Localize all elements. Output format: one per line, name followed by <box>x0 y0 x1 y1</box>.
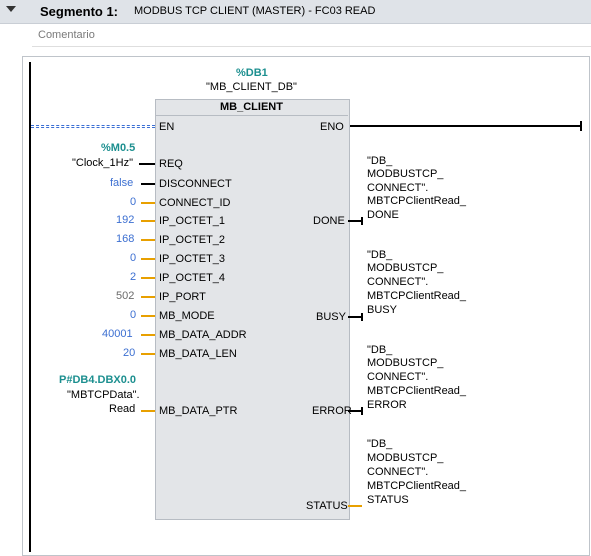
pin-done[interactable]: DONE <box>313 215 345 227</box>
done-wire <box>348 220 362 222</box>
power-rail <box>29 62 31 552</box>
pin-disconnect[interactable]: DISCONNECT <box>159 178 232 190</box>
mb-data-ptr-wire <box>141 410 155 412</box>
ip-octet-3-wire <box>141 258 155 260</box>
pin-ip-port[interactable]: IP_PORT <box>159 291 206 303</box>
ip-octet-4-wire <box>141 277 155 279</box>
pin-ip-octet-1[interactable]: IP_OCTET_1 <box>159 215 226 227</box>
error-operand-line2[interactable]: MODBUSTCP_ <box>367 357 444 369</box>
error-operand-line1[interactable]: "DB_ <box>367 344 393 356</box>
eno-wire-end <box>580 121 582 131</box>
db-name[interactable]: "MB_CLIENT_DB" <box>206 81 297 93</box>
disconnect-wire <box>141 183 155 185</box>
mb-data-addr-value[interactable]: 40001 <box>102 328 133 340</box>
pin-mb-mode[interactable]: MB_MODE <box>159 310 215 322</box>
error-wire <box>348 410 362 412</box>
req-wire <box>139 163 155 165</box>
error-operand-line4[interactable]: MBTCPClientRead_ <box>367 385 467 397</box>
mb-mode-value[interactable]: 0 <box>130 309 137 321</box>
ip-octet-4-value[interactable]: 2 <box>130 271 137 283</box>
segment-label: Segmento 1: <box>40 4 119 19</box>
mb-data-ptr-operand-line1[interactable]: "MBTCPData". <box>67 389 140 401</box>
pin-mb-data-addr[interactable]: MB_DATA_ADDR <box>159 329 247 341</box>
status-operand-line1[interactable]: "DB_ <box>367 438 393 450</box>
busy-wire <box>348 316 362 318</box>
error-operand-line5[interactable]: ERROR <box>367 399 407 411</box>
mb-data-addr-wire <box>141 334 155 336</box>
ip-octet-3-value[interactable]: 0 <box>130 252 137 264</box>
pin-busy[interactable]: BUSY <box>316 311 346 323</box>
segment-header[interactable] <box>0 0 591 24</box>
busy-operand-line5[interactable]: BUSY <box>367 304 397 316</box>
ip-port-wire <box>141 296 155 298</box>
function-block[interactable] <box>155 99 350 520</box>
disconnect-value[interactable]: false <box>110 177 134 189</box>
busy-operand-line4[interactable]: MBTCPClientRead_ <box>367 290 467 302</box>
ip-octet-2-value[interactable]: 168 <box>116 233 135 245</box>
pin-req[interactable]: REQ <box>159 158 183 170</box>
pin-ip-octet-3[interactable]: IP_OCTET_3 <box>159 253 226 265</box>
function-block-title: MB_CLIENT <box>220 101 283 113</box>
busy-operand-line2[interactable]: MODBUSTCP_ <box>367 262 444 274</box>
status-operand-line5[interactable]: STATUS <box>367 494 409 506</box>
ip-octet-1-wire <box>141 220 155 222</box>
busy-operand-line1[interactable]: "DB_ <box>367 249 393 261</box>
mb-mode-wire <box>141 315 155 317</box>
mb-data-len-wire <box>141 353 155 355</box>
pin-ip-octet-2[interactable]: IP_OCTET_2 <box>159 234 226 246</box>
en-wire-lower <box>31 127 155 128</box>
pin-mb-data-ptr[interactable]: MB_DATA_PTR <box>159 405 238 417</box>
mb-data-len-value[interactable]: 20 <box>123 347 136 359</box>
status-operand-line4[interactable]: MBTCPClientRead_ <box>367 480 467 492</box>
pin-connect-id[interactable]: CONNECT_ID <box>159 197 231 209</box>
mb-data-ptr-operand-line2[interactable]: Read <box>109 403 136 415</box>
mb-data-ptr-address[interactable]: P#DB4.DBX0.0 <box>59 374 137 386</box>
ip-port-value[interactable]: 502 <box>116 290 135 302</box>
done-operand-line1[interactable]: "DB_ <box>367 155 393 167</box>
pin-mb-data-len[interactable]: MB_DATA_LEN <box>159 348 237 360</box>
done-operand-line4[interactable]: MBTCPClientRead_ <box>367 195 467 207</box>
status-operand-line3[interactable]: CONNECT". <box>367 466 429 478</box>
connect-id-wire <box>141 202 155 204</box>
comment-field[interactable] <box>32 24 591 47</box>
done-terminal <box>361 217 363 225</box>
eno-wire[interactable] <box>348 125 581 127</box>
status-operand-line2[interactable]: MODBUSTCP_ <box>367 452 444 464</box>
pin-ip-octet-4[interactable]: IP_OCTET_4 <box>159 272 226 284</box>
segment-title[interactable]: MODBUS TCP CLIENT (MASTER) - FC03 READ <box>134 5 376 17</box>
req-address[interactable]: %M0.5 <box>101 142 136 154</box>
ip-octet-2-wire <box>141 239 155 241</box>
function-block-titlebar <box>155 99 348 116</box>
status-wire <box>348 505 362 507</box>
req-operand[interactable]: "Clock_1Hz" <box>72 157 133 169</box>
pin-eno[interactable]: ENO <box>320 121 344 133</box>
connect-id-value[interactable]: 0 <box>130 196 137 208</box>
done-operand-line3[interactable]: CONNECT". <box>367 182 429 194</box>
db-address[interactable]: %DB1 <box>236 67 268 79</box>
pin-error[interactable]: ERROR <box>312 405 352 417</box>
collapse-triangle-icon[interactable] <box>6 6 16 12</box>
pin-status[interactable]: STATUS <box>306 500 348 512</box>
error-operand-line3[interactable]: CONNECT". <box>367 371 429 383</box>
busy-operand-line3[interactable]: CONNECT". <box>367 276 429 288</box>
en-wire[interactable] <box>31 125 155 126</box>
busy-terminal <box>361 313 363 321</box>
comment-placeholder: Comentario <box>38 29 95 41</box>
done-operand-line2[interactable]: MODBUSTCP_ <box>367 168 444 180</box>
ip-octet-1-value[interactable]: 192 <box>116 214 135 226</box>
done-operand-line5[interactable]: DONE <box>367 209 399 221</box>
pin-en[interactable]: EN <box>159 121 175 133</box>
error-terminal <box>361 407 363 415</box>
